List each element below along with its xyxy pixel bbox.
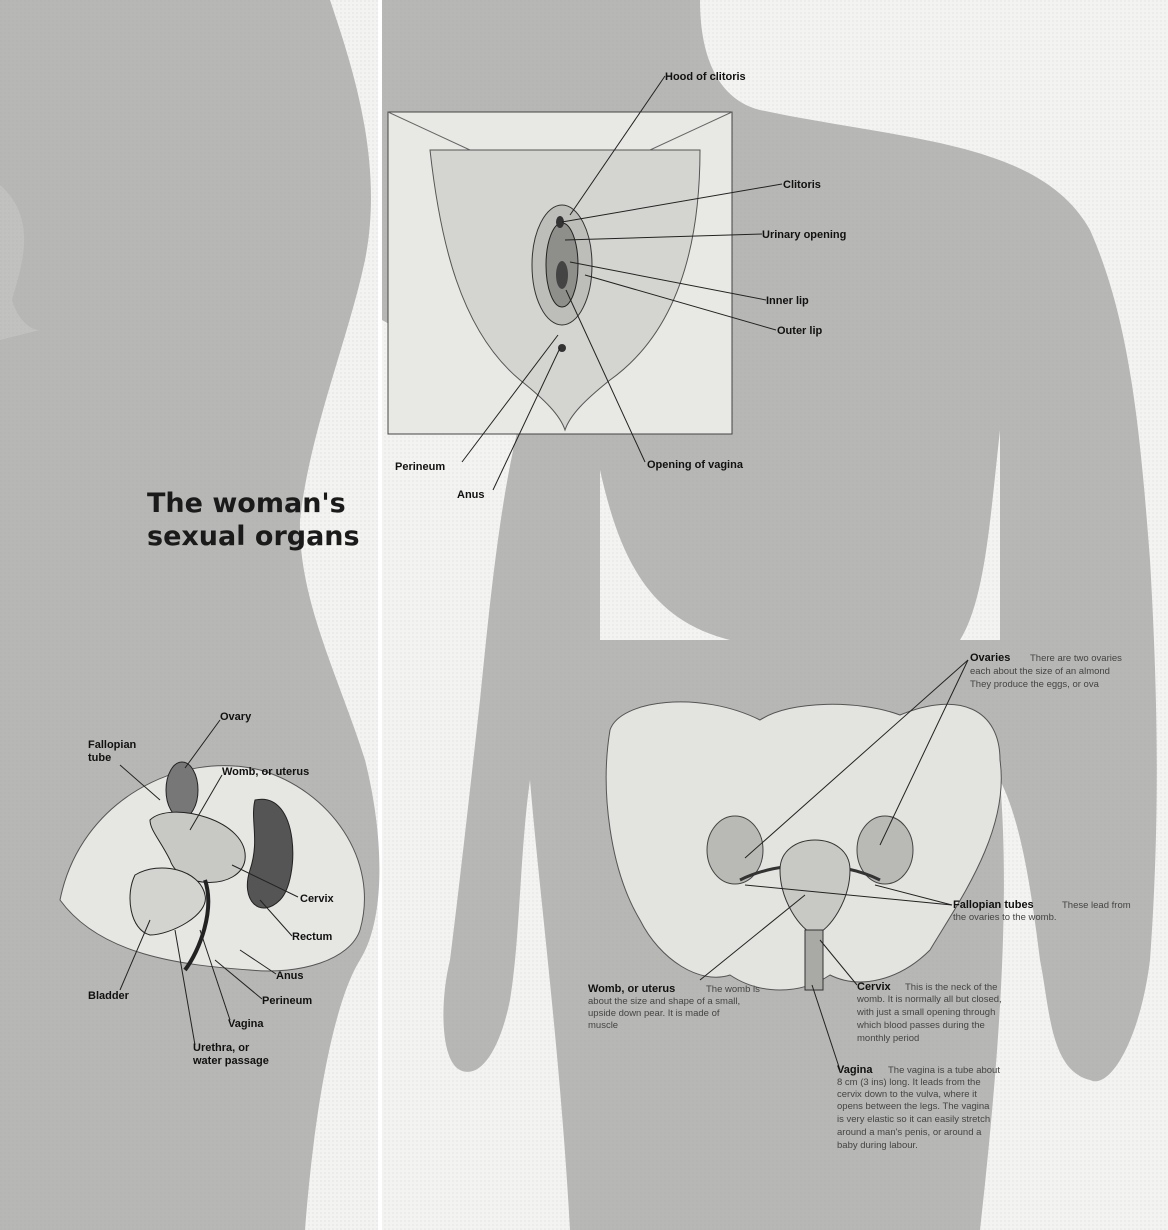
label-womb-front: Womb, or uterus [588,983,675,995]
side-view-figure [0,0,379,1230]
ovary-shape [166,762,198,818]
label-womb-side: Womb, or uterus [222,766,309,778]
womb-desc-line-3: upside down pear. It is made of [588,1008,720,1019]
label-vagina-front: Vagina [837,1064,873,1076]
vagina-desc-line-7: baby during labour. [837,1140,918,1151]
panel-divider [378,0,382,1230]
label-fallopian-side-1: Fallopian [88,739,137,751]
label-cervix-side: Cervix [300,893,335,905]
label-urinary-opening: Urinary opening [762,229,846,241]
fallopian-desc-line-2: the ovaries to the womb. [953,912,1057,923]
label-fallopian-side-2: tube [88,752,111,764]
vagina-desc-line-6: around a man's penis, or around a [837,1127,982,1138]
vagina-desc-line-5: is very elastic so it can easily stretch [837,1114,990,1125]
cervix-desc-line-2: womb. It is normally all but closed, [856,994,1002,1005]
label-perineum-side: Perineum [262,995,312,1007]
label-ovary-side: Ovary [220,711,252,723]
vagina-desc-line-3: cervix down to the vulva, where it [837,1089,977,1100]
page-title-line-1: The woman's [147,488,346,519]
label-cervix-front: Cervix [857,981,892,993]
cervix-desc-line-1: This is the neck of the [905,982,997,993]
label-outer-lip: Outer lip [777,325,823,337]
cervix-desc-line-4: which blood passes during the [856,1020,985,1031]
vagina-desc-line-4: opens between the legs. The vagina [837,1101,990,1112]
vaginal-opening-shape [556,261,568,289]
side-texture [0,0,378,1230]
vagina-callout: Vagina The vagina is a tube about 8 cm (… [837,1064,1000,1151]
label-inner-lip: Inner lip [766,295,809,307]
womb-desc-line-1: The womb is [706,984,760,995]
label-anus-inset: Anus [457,489,485,501]
fallopian-desc-line-1: These lead from [1062,900,1131,911]
label-bladder-side: Bladder [88,990,130,1002]
womb-desc-line-4: muscle [588,1020,618,1031]
label-anus-side: Anus [276,970,304,982]
cervix-desc-line-5: monthly period [857,1033,919,1044]
vulva-inset [388,112,732,434]
label-fallopian-tubes: Fallopian tubes [953,899,1034,911]
label-hood-of-clitoris: Hood of clitoris [665,71,746,83]
label-urethra-side-1: Urethra, or [193,1042,250,1054]
label-ovaries: Ovaries [970,652,1010,664]
vagina-desc-line-2: 8 cm (3 ins) long. It leads from the [837,1077,981,1088]
page-title-line-2: sexual organs [147,521,360,552]
label-clitoris: Clitoris [783,179,821,191]
label-vagina-side: Vagina [228,1018,264,1030]
label-opening-of-vagina: Opening of vagina [647,459,744,471]
cervix-desc-line-3: with just a small opening through [856,1007,995,1018]
vagina-front-shape [805,930,823,990]
label-rectum-side: Rectum [292,931,333,943]
label-urethra-side-2: water passage [192,1055,269,1067]
ovaries-desc-line-1: There are two ovaries [1030,653,1122,664]
womb-desc-line-2: about the size and shape of a small, [588,996,740,1007]
ovaries-desc-line-3: They produce the eggs, or ova [970,679,1100,690]
ovaries-desc-line-2: each about the size of an almond [970,666,1110,677]
vagina-desc-line-1: The vagina is a tube about [888,1065,1000,1076]
label-perineum-inset: Perineum [395,461,445,473]
